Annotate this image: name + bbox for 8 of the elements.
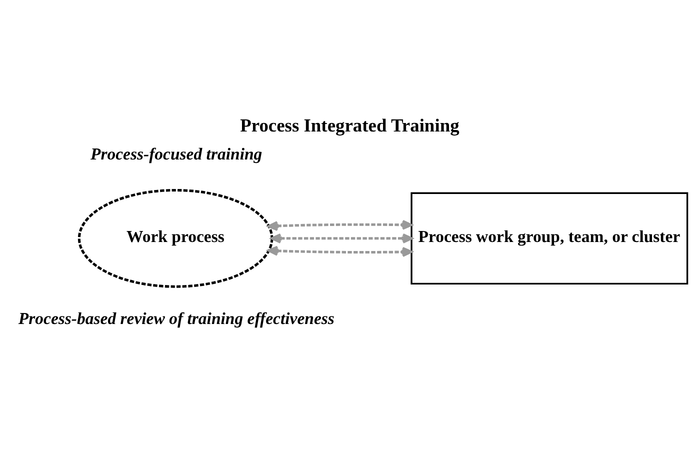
label: Process-focused training — [90, 144, 262, 164]
arrow — [270, 233, 413, 244]
node-ellipse: Work process — [78, 188, 274, 288]
node-box: Process work group, team, or cluster — [410, 192, 688, 285]
diagram-title: Process Integrated Training — [240, 116, 460, 136]
arrow — [268, 246, 412, 257]
label: Process-based review of training effectiveness — [18, 308, 334, 328]
arrow — [268, 220, 412, 231]
